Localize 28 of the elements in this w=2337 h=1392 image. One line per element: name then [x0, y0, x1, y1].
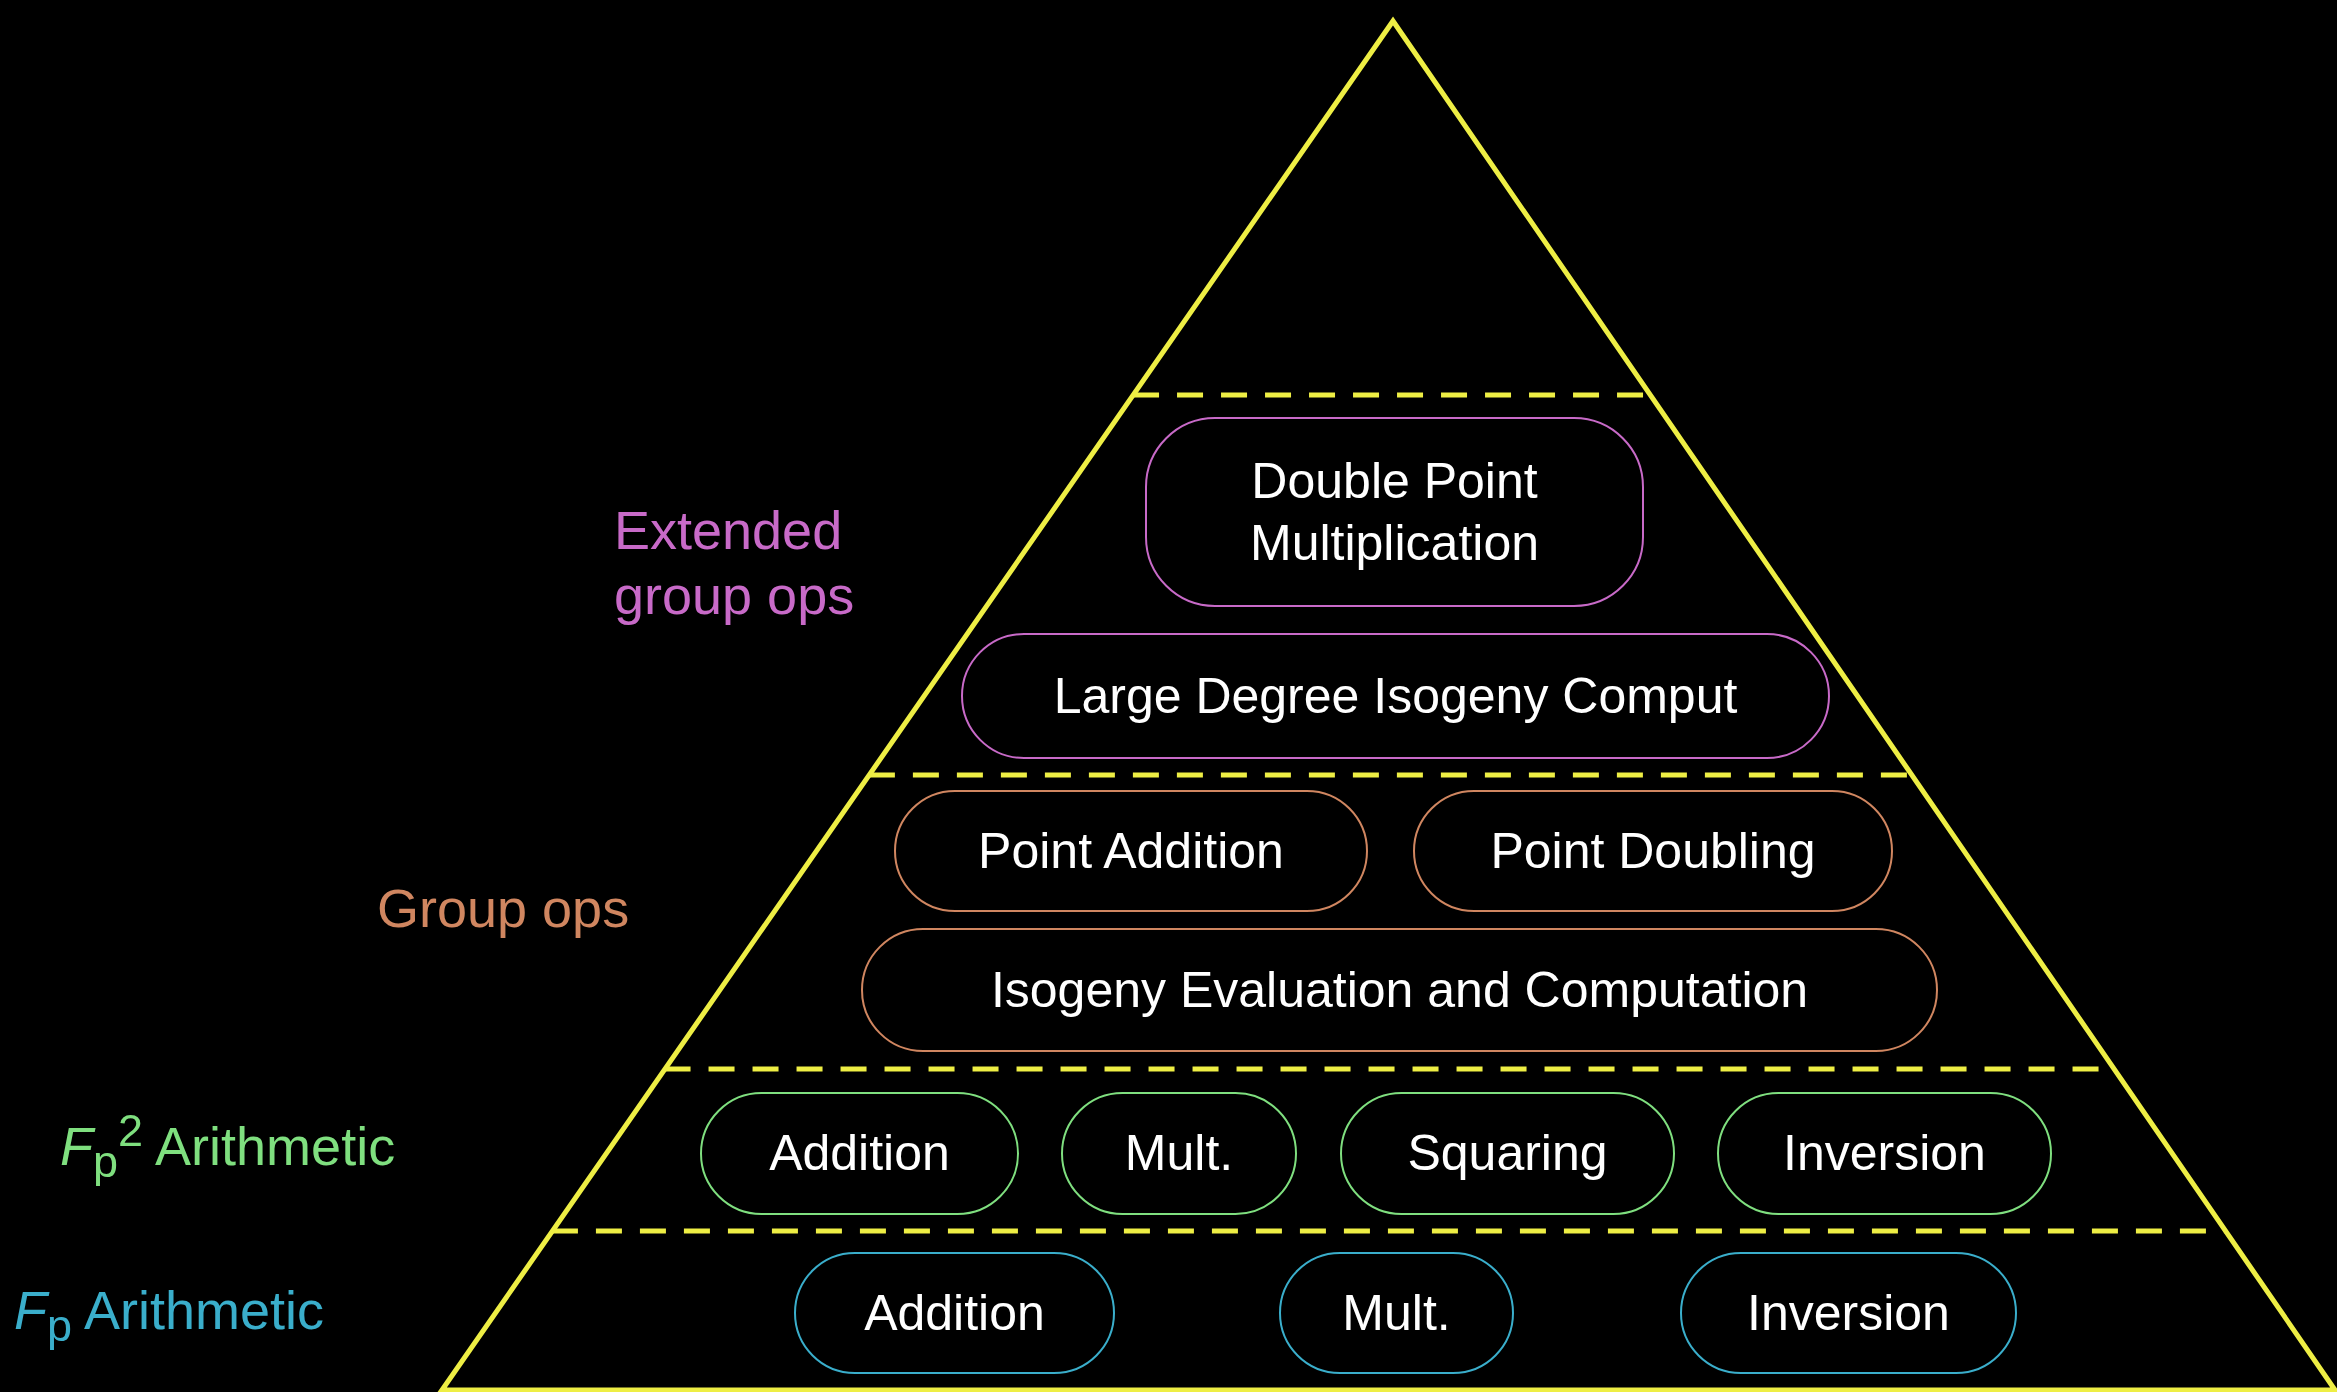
- box-label: Large Degree Isogeny Comput: [1053, 666, 1738, 726]
- rounded-box: [1061, 1092, 1297, 1215]
- rounded-box: [1340, 1092, 1675, 1215]
- box-label: Mult.: [1124, 1124, 1234, 1184]
- box-label: Isogeny Evaluation and Computation: [990, 960, 1809, 1020]
- tier-label: Group ops: [377, 877, 631, 940]
- rounded-box: [1279, 1252, 1514, 1374]
- box-label: Addition: [864, 1283, 1045, 1343]
- rounded-box: [794, 1252, 1115, 1374]
- rounded-box: [861, 928, 1938, 1052]
- box-label: Squaring: [1407, 1124, 1608, 1184]
- box-label: Point Addition: [978, 821, 1284, 881]
- tier-label: F$_{p}$$^{2}$ Arithmetic: [60, 1104, 397, 1189]
- box-label: Mult.: [1342, 1283, 1451, 1343]
- rounded-box: [700, 1092, 1019, 1215]
- rounded-box: [961, 633, 1830, 759]
- rounded-box: [1145, 417, 1644, 607]
- box-label: Inversion: [1783, 1124, 1986, 1184]
- box-label: Inversion: [1747, 1283, 1950, 1343]
- rounded-box: [894, 790, 1368, 912]
- tier-label: Extended group ops: [614, 499, 856, 627]
- rounded-box: [1717, 1092, 2052, 1215]
- box-label: Addition: [769, 1124, 950, 1184]
- rounded-box: [1680, 1252, 2017, 1374]
- tier-label: F$_{p}$ Arithmetic: [14, 1279, 326, 1353]
- rounded-box: [1413, 790, 1893, 912]
- box-label: Point Doubling: [1490, 821, 1816, 881]
- box-label: Double Point Multiplication: [1249, 451, 1540, 573]
